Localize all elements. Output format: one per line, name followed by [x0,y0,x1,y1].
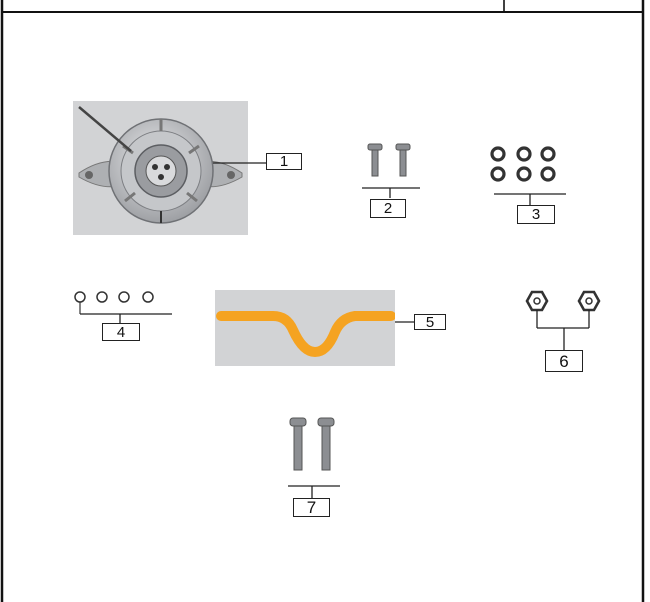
callout-5: 5 [414,314,446,330]
callout-4: 4 [102,323,140,341]
callout-2: 2 [370,199,406,218]
part-1-hub-image [73,101,248,235]
part-4-rings [74,291,172,324]
callout-7: 7 [293,498,330,517]
part-1-leader [248,162,268,164]
part-3-washers [490,146,566,206]
part-7-long-screws [288,417,340,500]
part-6-nuts [525,290,601,352]
callout-6: 6 [545,350,583,372]
callout-1: 1 [266,153,302,170]
callout-3: 3 [517,205,555,224]
part-2-short-screws [362,143,420,198]
part-5-leader [395,321,417,323]
part-5-bracket [215,290,395,366]
